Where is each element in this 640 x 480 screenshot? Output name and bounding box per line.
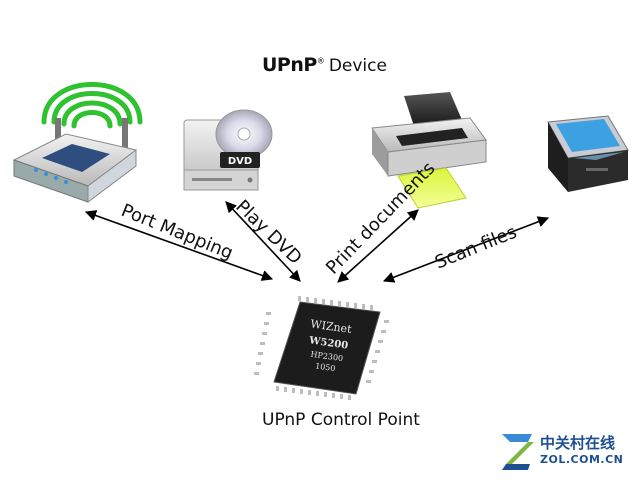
dvd-drive-icon: DVD (183, 109, 273, 191)
watermark-name: 中关村在线 (540, 434, 616, 452)
title-brand: UPnP (262, 54, 317, 76)
diagram-title: UPnP®Device (262, 54, 387, 76)
arrow-play-dvd (225, 201, 301, 282)
connection-arrows (84, 201, 550, 283)
wifi-router-icon (12, 82, 143, 203)
scanner-icon (547, 115, 629, 192)
chip-pins (254, 296, 389, 400)
chip-line3: 1050 (315, 361, 336, 373)
arrow-scan-files (382, 216, 550, 283)
dvd-badge: DVD (228, 156, 252, 167)
printer-icon (371, 92, 487, 209)
watermark-url: ZOL.COM.CN (540, 453, 624, 466)
chip-brand: WIZnet (310, 317, 353, 336)
zol-watermark: 中关村在线 ZOL.COM.CN (498, 430, 638, 474)
w5200-chip-icon: WIZnet W5200 HP2300 1050 (254, 296, 389, 400)
control-point-label: UPnP Control Point (262, 410, 420, 430)
zol-logo-icon (502, 434, 534, 470)
title-suffix: Device (328, 56, 387, 76)
